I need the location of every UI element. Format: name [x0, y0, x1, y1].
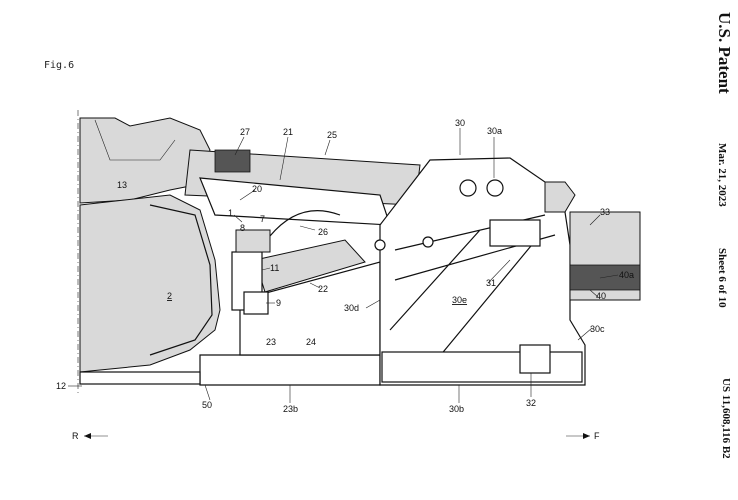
part-2-body	[79, 194, 221, 373]
rear-arrow-icon	[84, 433, 91, 439]
ref-7: 7	[260, 214, 265, 224]
ref-11: 11	[270, 263, 279, 273]
ref-50: 50	[202, 400, 212, 410]
front-arrow-icon	[583, 433, 590, 439]
ref-30d: 30d	[344, 303, 359, 313]
leader-lines	[68, 128, 619, 403]
boss-small-1	[374, 239, 386, 251]
ref-21: 21	[283, 127, 293, 137]
part-2-edge	[149, 204, 213, 356]
ref-24: 24	[306, 337, 316, 347]
part-13-detail	[94, 119, 176, 161]
box-32	[519, 344, 551, 374]
ref-26: 26	[318, 227, 328, 237]
direction-rear-label: R	[72, 431, 79, 441]
ref-13: 13	[117, 180, 127, 190]
ref-40a: 40a	[619, 270, 634, 280]
part-40a	[569, 264, 641, 291]
block-8	[235, 229, 271, 253]
block-9	[243, 291, 269, 315]
ref-23: 23	[266, 337, 276, 347]
ref-22: 22	[318, 284, 328, 294]
ref-23b: 23b	[283, 404, 298, 414]
ref-20: 20	[252, 184, 262, 194]
curve-26	[269, 209, 341, 237]
ref-8: 8	[240, 223, 245, 233]
ref-40: 40	[596, 291, 606, 301]
ref-27: 27	[240, 127, 250, 137]
ref-30: 30	[455, 118, 465, 128]
window-upper	[489, 219, 541, 247]
structure-30-ribs	[389, 214, 556, 381]
boss-left	[459, 179, 477, 197]
ref-32: 32	[526, 398, 536, 408]
ref-31: 31	[486, 278, 496, 288]
ref-25: 25	[327, 130, 337, 140]
figure-label: Fig.6	[44, 60, 75, 71]
lower-rail-30b	[381, 351, 583, 383]
ref-2: 2	[167, 291, 172, 301]
ref-30b: 30b	[449, 404, 464, 414]
front-cap	[544, 181, 576, 213]
ref-30a: 30a	[487, 126, 502, 136]
ref-30e: 30e	[452, 295, 467, 305]
ref-30c: 30c	[590, 324, 605, 334]
boss-small-2	[422, 236, 434, 248]
panel-23	[199, 354, 381, 386]
ref-9: 9	[276, 298, 281, 308]
direction-front-label: F	[594, 431, 600, 441]
bracket-27	[214, 149, 251, 173]
rail-12	[79, 371, 201, 385]
ref-33: 33	[600, 207, 610, 217]
boss-right	[486, 179, 504, 197]
ref-12: 12	[56, 381, 66, 391]
ref-1: 1	[228, 208, 233, 218]
